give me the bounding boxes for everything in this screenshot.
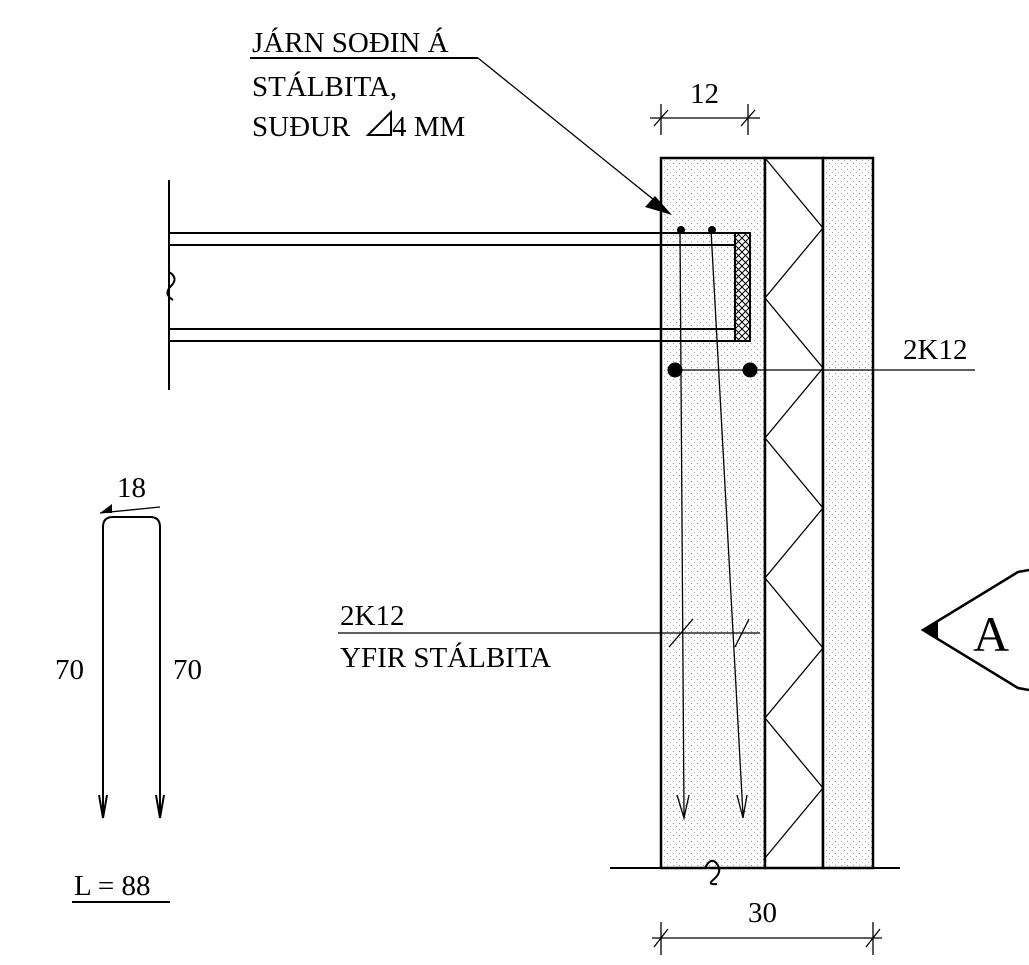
rebar-top-dot-right <box>708 226 716 234</box>
wall-section <box>610 156 900 886</box>
bar-shape-schedule: 18 70 70 L = 88 <box>55 472 202 903</box>
beam-break-symbol <box>166 271 176 301</box>
dim-30-tick-right <box>865 928 881 948</box>
dimension-30: 30 <box>652 897 882 955</box>
dim-12-label: 12 <box>690 78 719 110</box>
insulation-layer <box>763 156 825 870</box>
rebar-mid-label-line1: 2K12 <box>340 600 404 632</box>
bar-shape-dim-arrow <box>100 504 112 513</box>
dimension-12: 12 <box>650 78 760 135</box>
rebar-right-leg <box>710 229 744 816</box>
weld-note: JÁRN SOÐIN Á STÁLBITA, SUÐUR 4 MM <box>250 26 672 215</box>
section-marker-label: A <box>973 606 1009 662</box>
rebar-mid-tick-left <box>668 618 694 648</box>
bar-shape-left-end <box>98 794 108 819</box>
bar-shape-right-end <box>155 794 165 819</box>
rebar-mid-tick-right <box>734 618 750 648</box>
dim-30-tick-left <box>653 928 669 948</box>
beam-bearing-pad <box>734 232 751 342</box>
wall-break-symbol <box>704 859 721 886</box>
rebar-left-end <box>676 794 690 821</box>
bend-dim-label: 18 <box>117 472 146 504</box>
weld-leader-line <box>477 57 665 209</box>
weld-note-line1: JÁRN SOÐIN Á <box>252 26 449 59</box>
steel-beam <box>166 180 751 390</box>
dim-12-tick-left <box>653 109 669 127</box>
rebar-mid-label-line2: YFIR STÁLBITA <box>340 641 551 674</box>
weld-note-size: 4 MM <box>392 111 465 143</box>
rebar-2k12-left <box>667 362 683 378</box>
section-marker-icon: A <box>920 568 1029 692</box>
dim-30-label: 30 <box>748 897 777 929</box>
triangle-weld-icon <box>365 109 392 136</box>
dim-12-tick-right <box>740 109 756 127</box>
weld-note-line2: STÁLBITA, <box>252 70 397 103</box>
bar-shape-outline <box>102 516 161 815</box>
rebar-group <box>667 226 758 821</box>
rebar-label-right: 2K12 <box>750 334 975 371</box>
right-leg-label: 70 <box>173 654 202 686</box>
rebar-right-end <box>736 794 748 819</box>
concrete-outer-layer <box>821 156 875 870</box>
weld-note-line3: SUÐUR <box>252 111 351 143</box>
rebar-top-dot-left <box>677 226 685 234</box>
rebar-right-label: 2K12 <box>903 334 967 366</box>
rebar-left-leg <box>679 229 685 816</box>
rebar-label-mid: 2K12 YFIR STÁLBITA <box>338 600 760 674</box>
left-leg-label: 70 <box>55 654 84 686</box>
insulation-zigzag <box>764 157 824 859</box>
weld-leader-arrow <box>645 196 672 215</box>
length-label: L = 88 <box>74 870 151 902</box>
